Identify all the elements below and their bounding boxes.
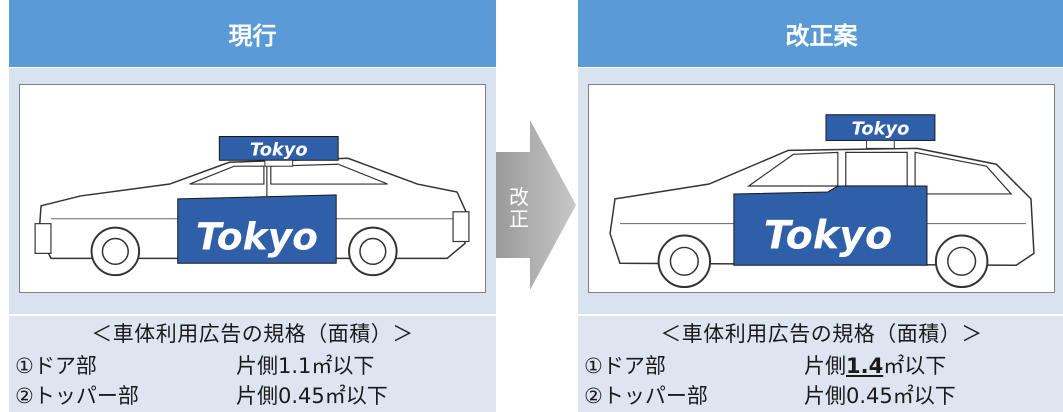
proposed-taxi-illustration: Tokyo Tokyo xyxy=(609,114,1035,289)
current-door-spec: ①ドア部 片側1.1㎡以下 xyxy=(15,350,374,380)
proposed-topper-spec: ②トッパー部 片側0.45㎡以下 xyxy=(584,380,956,410)
topper-sign-text: Tokyo xyxy=(250,139,308,160)
door-value-suffix: ㎡以下 xyxy=(883,354,947,378)
topper-label: ②トッパー部 xyxy=(15,384,139,408)
current-topper-spec: ②トッパー部 片側0.45㎡以下 xyxy=(15,380,388,410)
door-ad-text: Tokyo xyxy=(196,214,318,258)
proposed-image-area: Tokyo Tokyo xyxy=(578,68,1063,314)
proposed-spec-title: ＜車体利用広告の規格（面積）＞ xyxy=(660,322,983,346)
current-spec-title: ＜車体利用広告の規格（面積）＞ xyxy=(91,322,414,346)
arrow-char-2: 正 xyxy=(509,207,529,231)
topper-value: 片側0.45㎡以下 xyxy=(236,384,388,408)
door-ad-panel xyxy=(733,185,928,266)
door-value-highlight: 1.4 xyxy=(846,354,884,378)
door-value-prefix: 片側 xyxy=(804,354,846,378)
proposed-header-label: 改正案 xyxy=(785,22,858,50)
topper-value: 片側0.45㎡以下 xyxy=(804,384,956,408)
topper-sign-text: Tokyo xyxy=(852,119,910,140)
proposed-image-frame: Tokyo Tokyo xyxy=(588,84,1055,293)
revision-arrow xyxy=(496,120,576,290)
door-ad-text: Tokyo xyxy=(764,212,893,258)
current-header: 現行 xyxy=(9,0,496,67)
current-spec-box: ＜車体利用広告の規格（面積）＞ ①ドア部 片側1.1㎡以下 ②トッパー部 片側0… xyxy=(9,316,496,412)
current-header-label: 現行 xyxy=(228,22,277,50)
current-taxi-illustration: Tokyo Tokyo xyxy=(34,136,470,277)
revision-arrow-label: 改 正 xyxy=(505,186,533,230)
current-image-area: Tokyo Tokyo xyxy=(9,68,496,314)
current-panel: 現行 Tokyo xyxy=(9,0,496,412)
proposed-header: 改正案 xyxy=(578,0,1063,67)
topper-label: ②トッパー部 xyxy=(584,384,708,408)
door-label: ①ドア部 xyxy=(15,354,97,378)
door-value: 片側1.1㎡以下 xyxy=(236,354,375,378)
door-ad-panel xyxy=(177,194,337,264)
current-image-frame: Tokyo Tokyo xyxy=(19,84,486,293)
proposed-door-spec: ①ドア部 片側1.4㎡以下 xyxy=(584,350,946,380)
door-label: ①ドア部 xyxy=(584,354,666,378)
proposed-spec-box: ＜車体利用広告の規格（面積）＞ ①ドア部 片側1.4㎡以下 ②トッパー部 片側0… xyxy=(578,316,1063,412)
topper-sign xyxy=(825,114,936,141)
door-value: 片側1.4㎡以下 xyxy=(804,350,946,380)
arrow-char-1: 改 xyxy=(509,185,529,209)
proposed-panel: 改正案 Tokyo Tokyo xyxy=(578,0,1063,412)
